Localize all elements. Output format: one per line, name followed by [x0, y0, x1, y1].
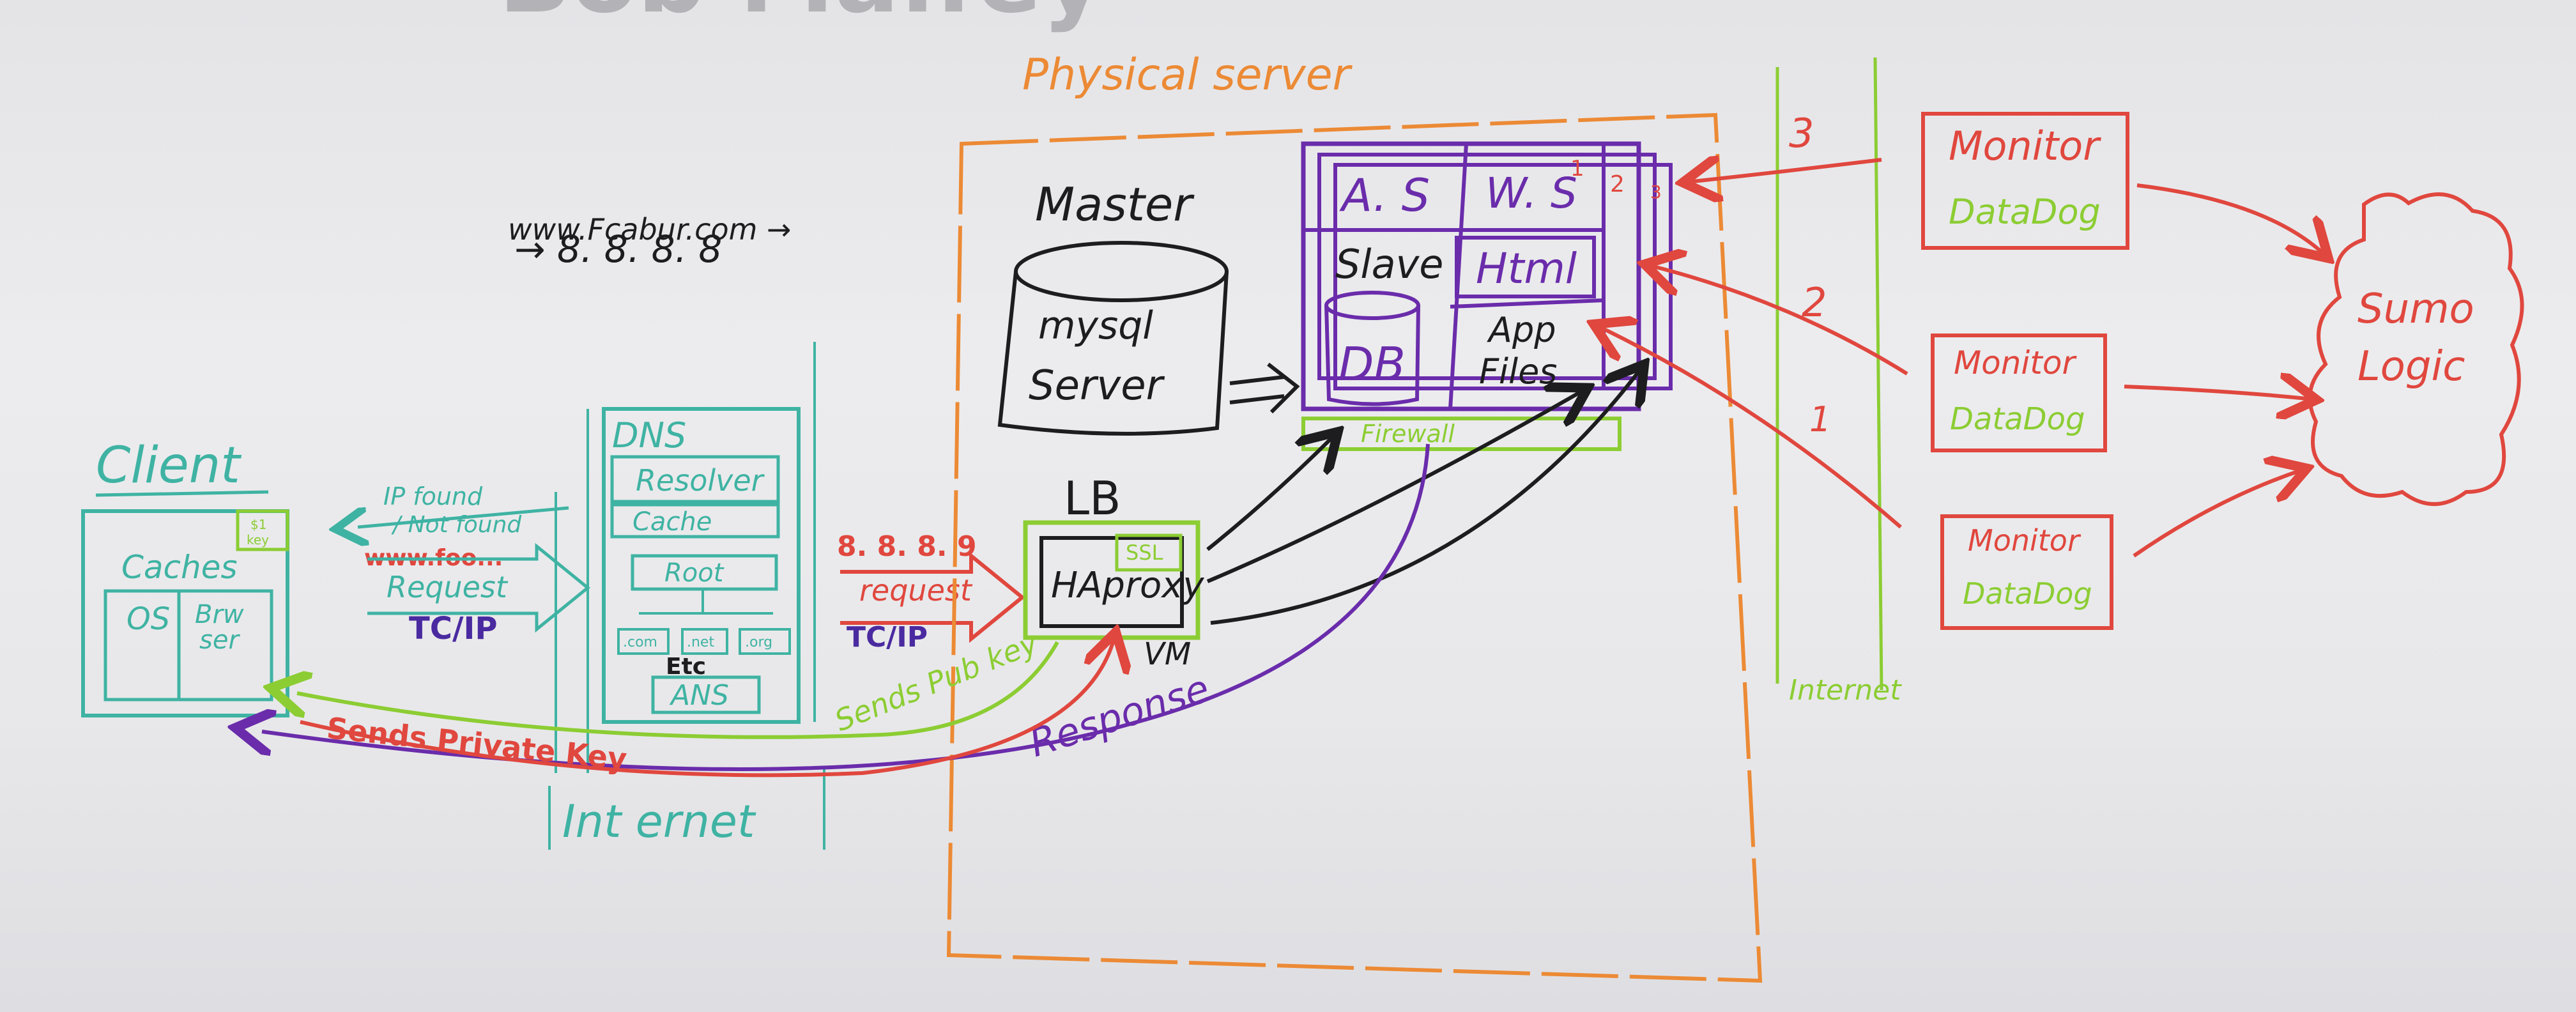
request-mid-flow: 8. 8. 8. 9 request TC/IP	[837, 530, 1025, 654]
client-browser-label-1: Brw	[195, 600, 244, 629]
monitor-title: Monitor	[1949, 123, 2101, 169]
master-label: Master	[1035, 178, 1195, 231]
vm-label: VM	[1144, 636, 1191, 672]
physical-server-box	[946, 112, 1763, 983]
dns-tld-net: .net	[687, 634, 714, 650]
request-arrow-mid	[840, 551, 1025, 643]
request-mid-protocol: TC/IP	[847, 621, 928, 654]
sumo-logic-group: Sumo Logic	[2308, 192, 2524, 506]
ip-found-line1: IP found	[383, 482, 483, 510]
logic-label: Logic	[2358, 343, 2465, 390]
dns-resolver: Resolver	[636, 463, 765, 498]
monitors-group: Monitor DataDog Monitor DataDog Monitor …	[1597, 110, 2326, 630]
slave-db-cylinder	[1324, 305, 1420, 406]
monitor-box	[1931, 334, 2107, 452]
mysql-server-label: Server	[1029, 362, 1165, 410]
monitor-box	[1921, 112, 2129, 250]
client-label: Client	[96, 437, 241, 494]
sumo-logic-cloud	[2308, 192, 2524, 506]
db-label: DB	[1338, 337, 1406, 391]
client-browser-label-2: ser	[199, 625, 240, 655]
sumo-label: Sumo	[2358, 286, 2474, 333]
stack-num-3: 3	[1650, 181, 1662, 203]
lb-label: LB	[1064, 471, 1121, 525]
monitor-title: Monitor	[1968, 523, 2082, 558]
app-files-label-2: Files	[1479, 351, 1557, 392]
client-key-badge-bottom: key	[247, 532, 269, 548]
client-key-badge	[236, 509, 289, 551]
monitor-num-1: 1	[1809, 399, 1831, 440]
master-db-cylinder	[997, 271, 1229, 436]
dns-group: DNS Resolver Cache Root .com .net .org E…	[586, 342, 816, 773]
client-os-label: OS	[126, 601, 170, 637]
physical-server-group: Physical server Master mysql Server A. S…	[946, 50, 1763, 983]
html-label: Html	[1476, 244, 1577, 293]
mysql-label: mysql	[1038, 303, 1153, 348]
app-files-label-1: App	[1487, 310, 1556, 350]
request-left-protocol: TC/IP	[409, 611, 498, 647]
sends-private-key-arrow	[300, 636, 1115, 778]
ssl-badge	[1115, 533, 1183, 572]
dns-tld-org: .org	[745, 634, 772, 650]
firewall-label: Firewall	[1361, 420, 1455, 448]
ssl-label: SSL	[1126, 540, 1163, 565]
dns-box	[602, 407, 801, 724]
haproxy-label: HAproxy	[1051, 565, 1204, 606]
monitor-title: Monitor	[1954, 344, 2078, 381]
monitor-sub: DataDog	[1950, 401, 2085, 437]
stack-num-2: 2	[1610, 171, 1625, 197]
client-box	[81, 509, 289, 717]
client-key-badge-top: $1	[250, 517, 266, 532]
monitor-sub: DataDog	[1949, 192, 2101, 232]
slave-label: Slave	[1335, 241, 1443, 288]
dns-ans: ANS	[669, 679, 729, 712]
dns-query-line1: www.Fcabur.com →	[508, 212, 792, 247]
app-server-label: A. S	[1339, 169, 1430, 222]
physical-server-title: Physical server	[1022, 50, 1353, 100]
dns-root: Root	[664, 558, 724, 588]
web-server-label: W. S	[1485, 169, 1577, 218]
dns-query-line2: → 8. 8. 8. 8	[514, 227, 722, 271]
client-caches-label: Caches	[121, 549, 238, 586]
client-dns-flow: IP found / Not found www.foo... Request …	[358, 482, 590, 773]
request-left-label: Request	[387, 570, 509, 604]
monitor-box	[1940, 514, 2113, 630]
internet-right-label: Internet	[1789, 674, 1902, 707]
dns-etc: Etc	[666, 654, 706, 680]
monitor-num-2: 2	[1802, 279, 1827, 326]
client-cache-frame	[103, 589, 273, 702]
stack-num-1: 1	[1570, 156, 1584, 181]
monitor-num-3: 3	[1789, 110, 1814, 157]
firewall-bar	[1301, 417, 1621, 451]
dns-title: DNS	[612, 415, 686, 456]
header-partial: Bob Maffey	[498, 0, 1105, 34]
client-group: Client $1 key Caches OS Brw ser	[81, 437, 289, 717]
dns-tld-com: .com	[623, 634, 657, 650]
ip-found-line2: / Not found	[391, 512, 522, 538]
dns-cache: Cache	[632, 507, 712, 537]
monitor-sub: DataDog	[1963, 576, 2092, 611]
sends-pub-key-arrow	[297, 641, 1059, 739]
internet-left-label: Int ernet	[562, 795, 756, 848]
